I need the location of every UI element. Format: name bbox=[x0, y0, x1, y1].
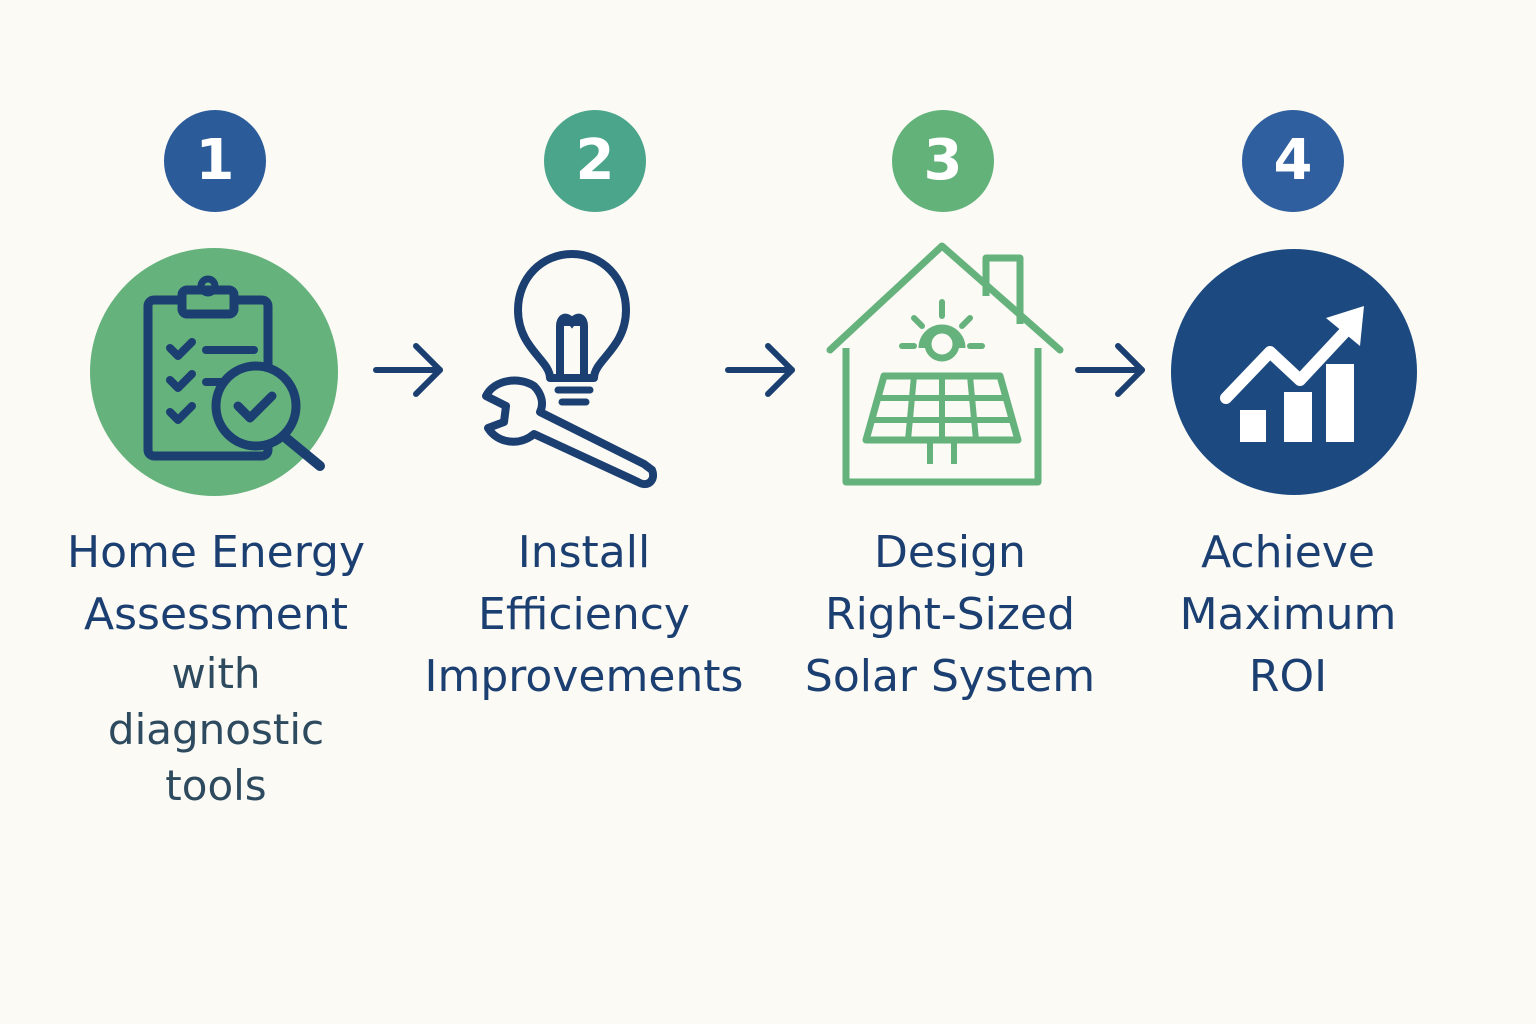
step-4-caption: Achieve Maximum ROI bbox=[1108, 522, 1468, 708]
arrow-right-icon-3 bbox=[1075, 343, 1145, 397]
step-2-title-line-2: Efficiency bbox=[478, 589, 690, 640]
step-1-subtitle-line-1: with bbox=[171, 649, 261, 698]
step-2-badge: 2 bbox=[544, 110, 646, 212]
step-2-title-line-1: Install bbox=[517, 527, 651, 578]
step-4-title-line-1: Achieve bbox=[1201, 527, 1375, 578]
step-4-title-line-3: ROI bbox=[1248, 651, 1328, 702]
step-3-number: 3 bbox=[923, 128, 963, 193]
step-3-title-line-1: Design bbox=[874, 527, 1026, 578]
step-2-title-line-3: Improvements bbox=[424, 651, 744, 702]
step-4-title-line-2: Maximum bbox=[1179, 589, 1397, 640]
step-3-badge: 3 bbox=[892, 110, 994, 212]
step-1-subtitle-line-3: tools bbox=[165, 761, 267, 810]
step-3-title-line-2: Right-Sized bbox=[825, 589, 1075, 640]
growth-chart-arrow-icon bbox=[1171, 249, 1417, 495]
step-2-caption: Install Efficiency Improvements bbox=[404, 522, 764, 708]
step-1-title-line-2: Assessment bbox=[84, 589, 348, 640]
arrow-right-icon-1 bbox=[373, 343, 443, 397]
step-2-number: 2 bbox=[575, 128, 615, 193]
step-1-number: 1 bbox=[195, 128, 235, 193]
step-3-title-line-3: Solar System bbox=[804, 651, 1096, 702]
house-solar-panel-icon bbox=[826, 242, 1064, 486]
lightbulb-wrench-icon bbox=[482, 250, 657, 489]
step-1-subtitle-line-2: diagnostic bbox=[107, 705, 325, 754]
clipboard-checklist-magnifier-icon bbox=[90, 248, 338, 496]
step-1-badge: 1 bbox=[164, 110, 266, 212]
step-4-number: 4 bbox=[1273, 128, 1313, 193]
step-4-badge: 4 bbox=[1242, 110, 1344, 212]
step-3-caption: Design Right-Sized Solar System bbox=[770, 522, 1130, 708]
arrow-right-icon-2 bbox=[725, 343, 795, 397]
step-1-caption: Home Energy Assessment with diagnostic t… bbox=[36, 522, 396, 814]
step-1-title-line-1: Home Energy bbox=[67, 527, 365, 578]
